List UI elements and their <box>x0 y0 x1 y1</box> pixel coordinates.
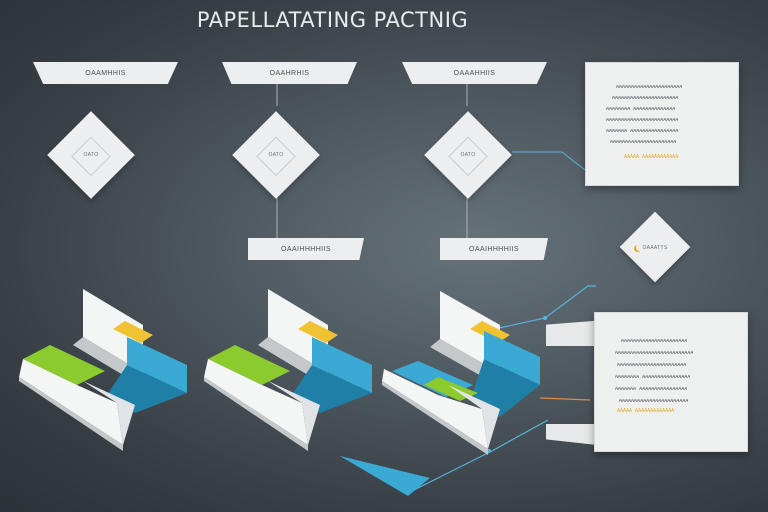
card-accent-text: AAAAA AAAAAAAAAAAAA <box>617 408 675 414</box>
diagram-title: PAPELLATATING PACTNIG <box>196 8 469 32</box>
flow-line-orange <box>539 397 591 401</box>
card-text-line: AAAAAAAAAAAAAAAAAAAAAAA <box>619 399 689 402</box>
isometric-block-1 <box>19 289 187 451</box>
card-text-line: AAAAAAAAAAAAAAAAAAAAAAAA <box>606 118 679 121</box>
card-text-line: AAAAAAAA AAAAAAAAAAAAAA <box>606 107 676 110</box>
card-text-line: AAAAAAAAAAAAAAAAAAAAAAAAAA <box>615 351 694 354</box>
header-banner: OAAMHHIS <box>33 62 178 84</box>
decision-label: OATO <box>268 152 284 158</box>
card-text-line: AAAAAAAAAAAAAAAAAAAAAA <box>616 85 683 88</box>
info-card-top: AAAAAAAAAAAAAAAAAAAAAA AAAAAAAAAAAAAAAAA… <box>585 62 739 186</box>
step-banner: OAAIHHHHIIS <box>248 238 364 260</box>
decision-label: OAAATTS <box>642 245 668 251</box>
isometric-block-2 <box>204 289 372 451</box>
card-text-line: AAAAAAA AAAAAAAAAAAAAAAA <box>615 387 688 390</box>
step-banner: OAAIHHHHIIS <box>440 238 548 260</box>
isometric-block-3 <box>382 291 540 455</box>
crescent-icon <box>636 244 643 251</box>
flow-arrow-blue <box>340 456 430 496</box>
card-text-line: AAAAAAA AAAAAAAAAAAAAAAA <box>606 129 679 132</box>
flow-node <box>543 316 547 320</box>
decision-label: OATO <box>83 152 99 158</box>
connector-to-card <box>512 151 586 171</box>
card-text-line: AAAAAAAAAAAAAAAAAAAAAA <box>621 339 688 342</box>
card-text-line: AAAAAAAAAAAAAAAAAAAAAAA <box>617 363 687 366</box>
info-card-bottom: AAAAAAAAAAAAAAAAAAAAAA AAAAAAAAAAAAAAAAA… <box>594 312 748 452</box>
decision-label: OATO <box>460 152 476 158</box>
card-text-line: AAAAAAAAAAAAAAAAAAAAAA <box>610 140 677 143</box>
card-text-line: AAAAAAAAAAAAAAAAAAAAAA <box>612 96 679 99</box>
card-accent-text: AAAAA AAAAAAAAAAAA <box>624 154 679 160</box>
card-text-line: AAAAAAAA AAAAAAAAAAAAAAAA <box>615 375 691 378</box>
header-banner: OAAHRHIS <box>222 62 357 84</box>
card-tab <box>546 424 606 446</box>
flow-line-blue <box>489 285 596 331</box>
header-banner: OAAAHHIIS <box>402 62 547 84</box>
